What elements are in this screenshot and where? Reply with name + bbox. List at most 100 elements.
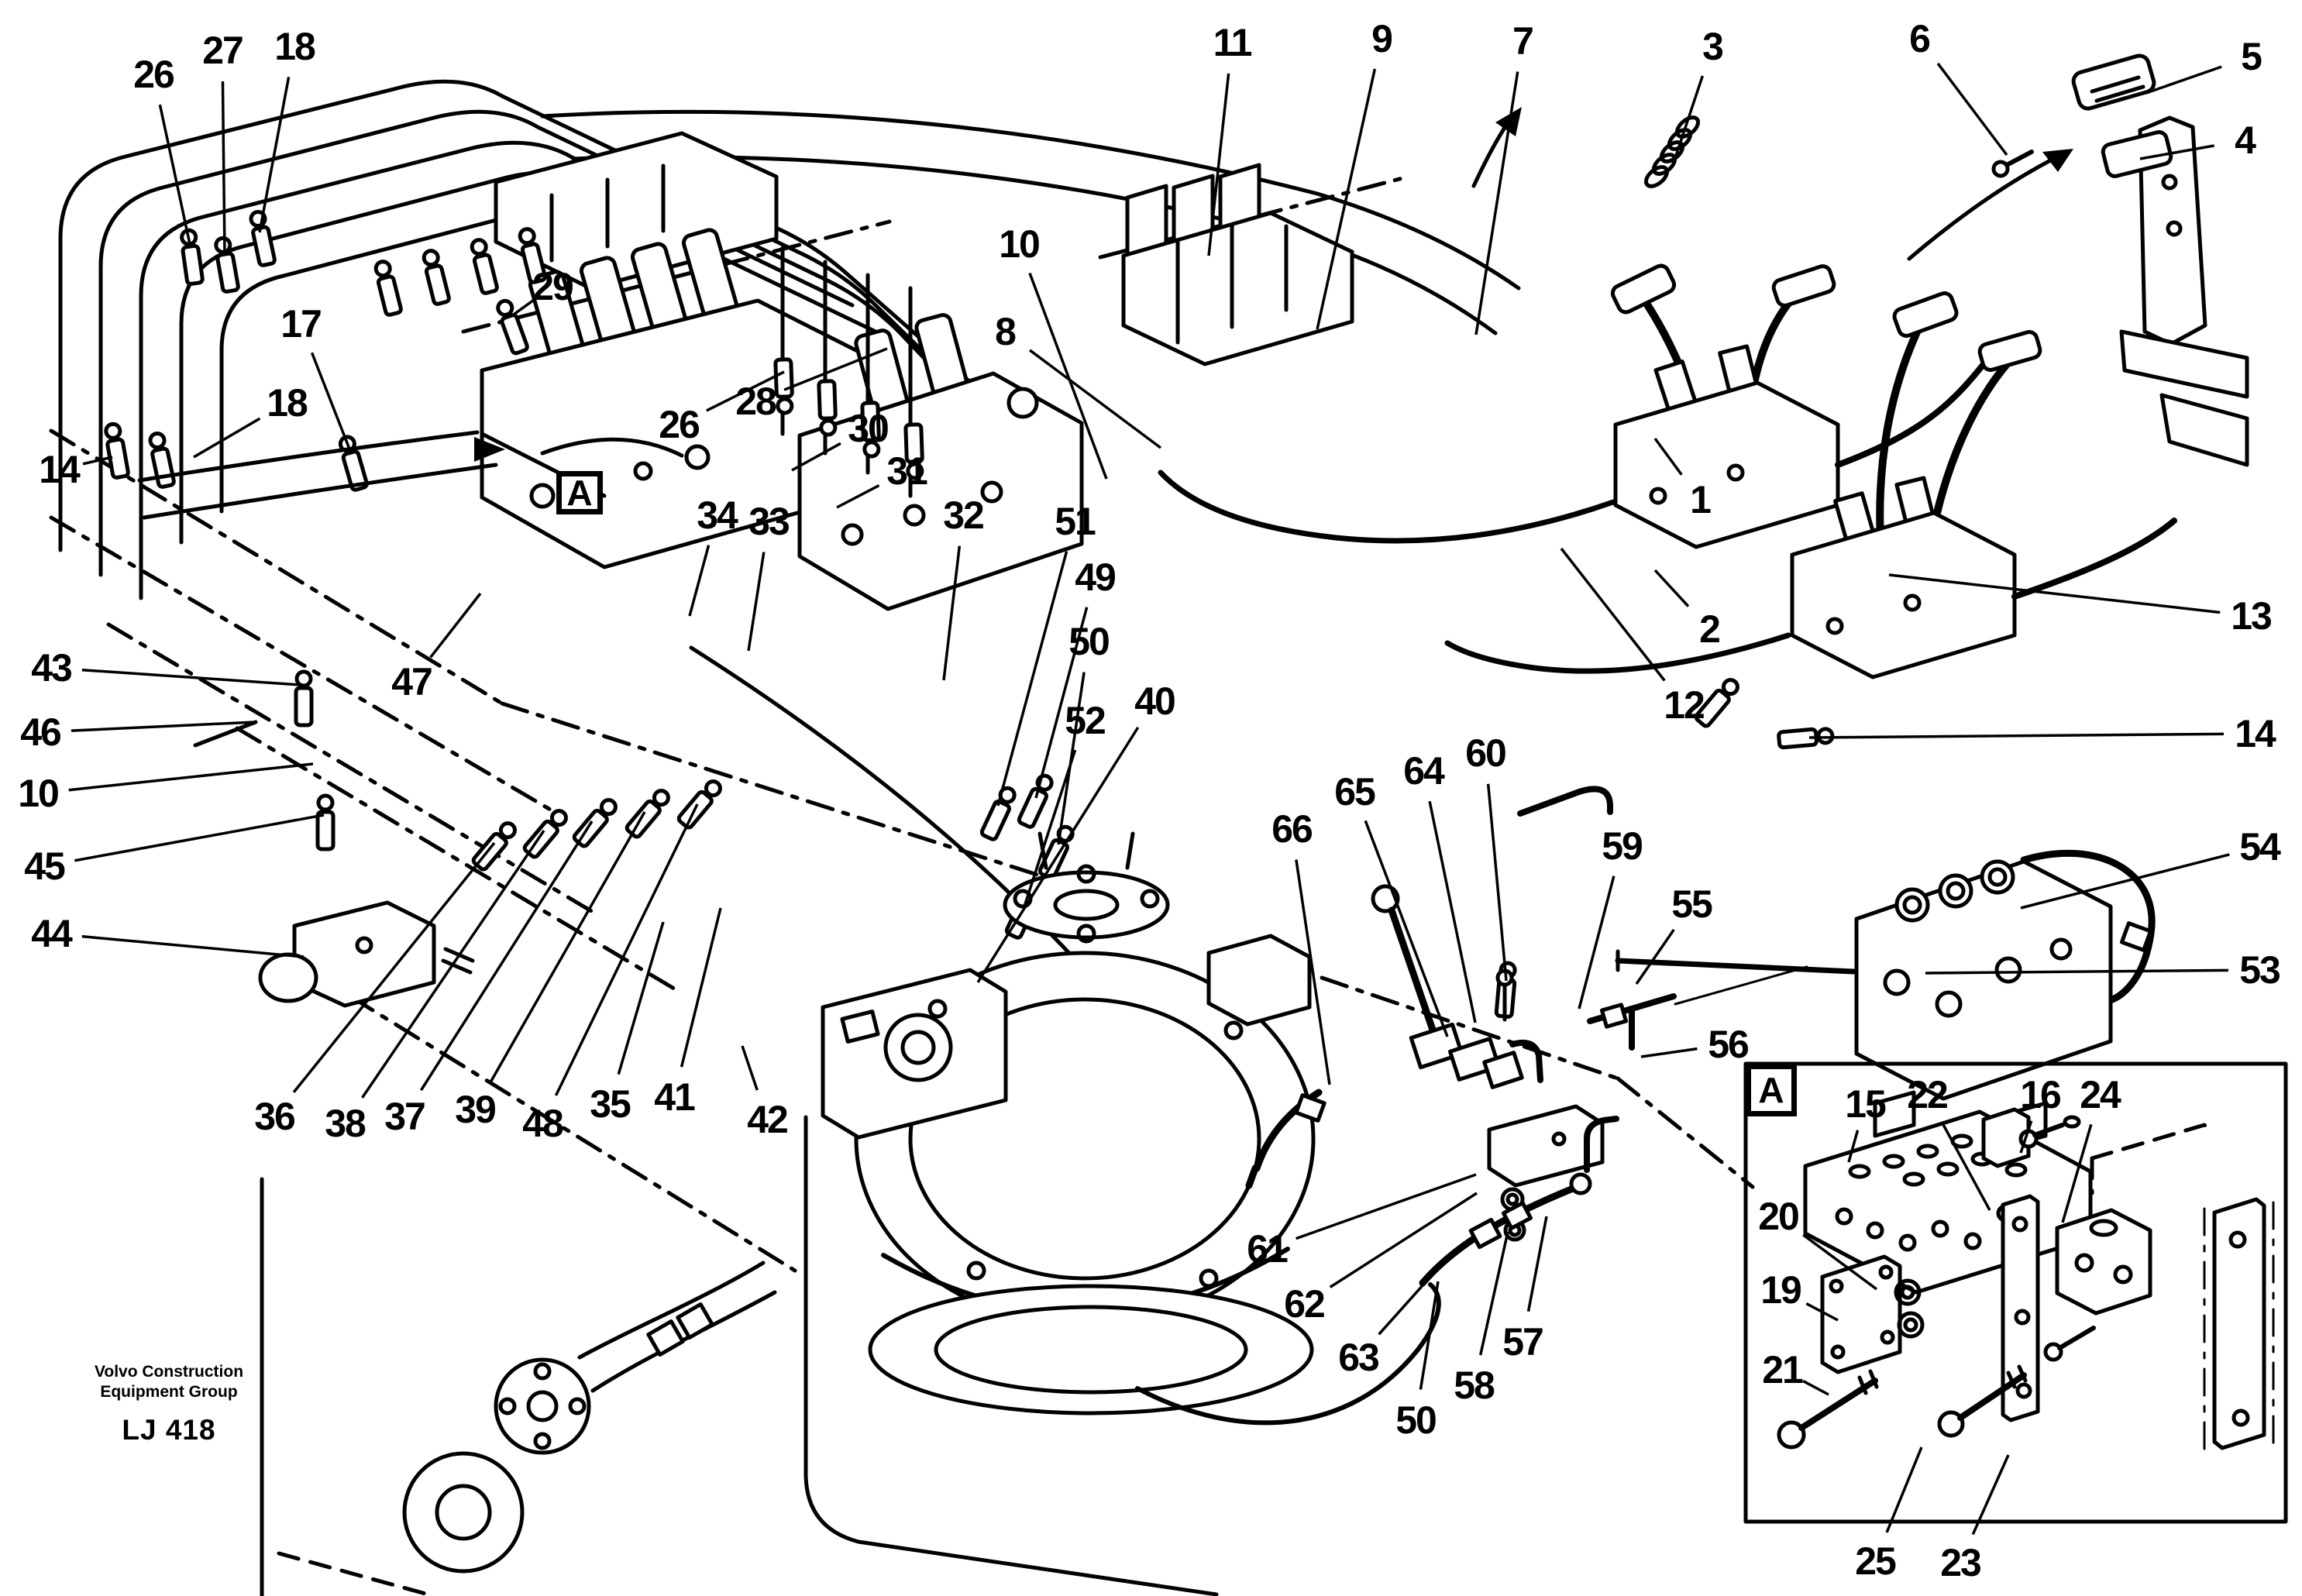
leader-line-15 <box>1847 1130 1860 1163</box>
detail-a-arrow <box>474 437 505 462</box>
callout-63: 63 <box>1338 1336 1380 1379</box>
inset-exploded-view <box>1777 1107 2275 1450</box>
leader-line-29 <box>510 298 535 318</box>
callout-50: 50 <box>1068 620 1110 663</box>
body-panel <box>260 1115 1219 1596</box>
callout-8: 8 <box>995 310 1017 353</box>
callout-31: 31 <box>886 449 928 493</box>
callout-60: 60 <box>1465 731 1507 775</box>
callout-53: 53 <box>2239 948 2281 992</box>
leader-line-10 <box>1028 272 1108 480</box>
leader-line-56 <box>1640 1047 1698 1058</box>
leader-line-53 <box>1925 968 2229 975</box>
detail-a-marker: A <box>556 471 603 514</box>
callout-65: 65 <box>1334 770 1376 813</box>
pump-assembly <box>821 831 1316 1415</box>
leader-line-65 <box>1364 820 1449 1037</box>
callout-6: 6 <box>1909 17 1931 60</box>
leader-line-7 <box>1474 71 1519 335</box>
callout-29: 29 <box>532 265 574 308</box>
leader-line-54 <box>2020 853 2230 910</box>
tee-fitting <box>1587 965 1808 1051</box>
callout-26: 26 <box>659 403 700 446</box>
callout-54: 54 <box>2239 825 2281 869</box>
leader-line-62 <box>1329 1192 1478 1288</box>
callout-14: 14 <box>2235 712 2276 755</box>
pedal-valve-1 <box>1158 263 1987 549</box>
callout-59: 59 <box>1602 824 1643 868</box>
pedal-valve-2 <box>1444 291 2177 679</box>
callout-35: 35 <box>590 1082 631 1126</box>
callout-24: 24 <box>2080 1073 2121 1116</box>
callout-56: 56 <box>1708 1023 1750 1066</box>
callout-25: 25 <box>1855 1539 1897 1583</box>
callout-15: 15 <box>1845 1082 1887 1126</box>
leader-line-22 <box>1940 1121 1991 1211</box>
leader-line-51 <box>996 551 1068 807</box>
leader-line-6 <box>1936 62 2008 157</box>
leader-line-14 <box>1808 732 2225 739</box>
leader-line-19 <box>1805 1302 1839 1322</box>
leader-line-18 <box>193 417 261 459</box>
callout-44: 44 <box>31 912 73 955</box>
leader-line-58 <box>1478 1231 1509 1356</box>
leader-line-18 <box>258 76 291 233</box>
leader-line-2 <box>1653 569 1690 607</box>
callout-58: 58 <box>1454 1364 1495 1407</box>
callout-66: 66 <box>1271 807 1313 851</box>
leader-line-37 <box>419 820 594 1092</box>
callout-18: 18 <box>267 381 308 425</box>
leader-line-33 <box>747 552 766 652</box>
callout-33: 33 <box>748 500 790 543</box>
callout-32: 32 <box>943 494 985 537</box>
callout-62: 62 <box>1284 1282 1326 1326</box>
leader-line-48 <box>554 803 699 1096</box>
callout-61: 61 <box>1247 1227 1289 1271</box>
leader-line-44 <box>81 934 305 958</box>
leader-line-16 <box>2019 1120 2033 1154</box>
leader-line-27 <box>221 81 226 256</box>
leader-line-34 <box>688 545 711 617</box>
callout-45: 45 <box>24 844 66 888</box>
callout-22: 22 <box>1907 1073 1949 1116</box>
leader-line-35 <box>617 921 665 1075</box>
leader-line-10 <box>68 762 314 792</box>
publisher-line-1: Volvo Construction <box>94 1363 244 1381</box>
leader-line-28 <box>783 347 888 391</box>
leader-line-52 <box>1023 749 1077 907</box>
bracket-hose-cluster <box>1419 1104 1619 1287</box>
callout-5: 5 <box>2241 35 2262 78</box>
leader-line-20 <box>1802 1233 1878 1291</box>
leader-line-59 <box>1578 875 1616 1010</box>
leader-line-45 <box>74 813 325 862</box>
callout-10: 10 <box>18 772 60 815</box>
callout-13: 13 <box>2231 594 2273 638</box>
leader-line-12 <box>1560 547 1666 682</box>
callout-49: 49 <box>1075 556 1117 599</box>
callout-30: 30 <box>848 407 889 450</box>
callout-20: 20 <box>1758 1195 1800 1238</box>
callout-21: 21 <box>1762 1348 1804 1391</box>
callout-2: 2 <box>1699 607 1721 651</box>
callout-7: 7 <box>1512 19 1534 63</box>
callout-16: 16 <box>2020 1073 2062 1116</box>
leader-line-66 <box>1295 859 1331 1085</box>
leader-line-4 <box>2139 144 2214 160</box>
upright-pedal <box>1643 53 2249 467</box>
leader-line-47 <box>429 592 482 659</box>
callout-11: 11 <box>1213 21 1253 64</box>
callout-55: 55 <box>1671 882 1713 926</box>
leader-line-26 <box>705 370 785 412</box>
callout-36: 36 <box>254 1095 296 1138</box>
callout-34: 34 <box>697 494 738 537</box>
leader-line-41 <box>680 907 722 1068</box>
callout-43: 43 <box>31 646 73 690</box>
leader-line-32 <box>942 545 962 681</box>
callout-38: 38 <box>325 1102 366 1145</box>
leader-line-1 <box>1653 437 1683 476</box>
callout-26: 26 <box>133 53 175 96</box>
callout-23: 23 <box>1940 1541 1982 1584</box>
leader-line-57 <box>1526 1216 1548 1312</box>
